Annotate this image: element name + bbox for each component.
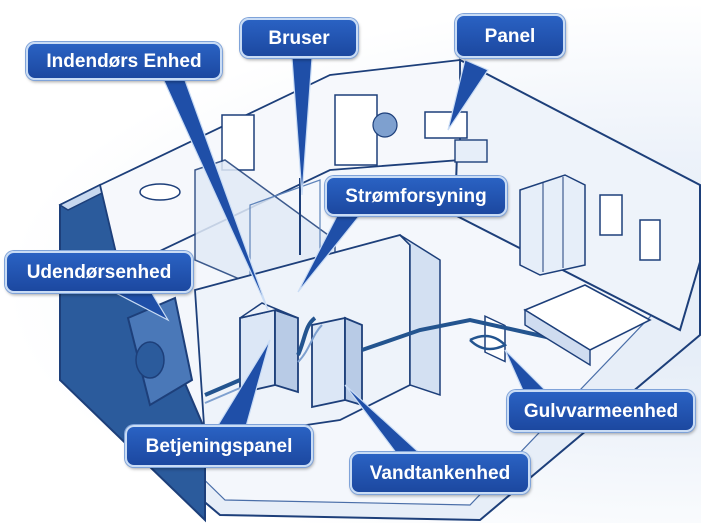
callout-outdoor-unit: Udendørsenhed bbox=[5, 251, 193, 293]
tv-panel bbox=[424, 111, 468, 139]
callout-pointer bbox=[291, 57, 313, 196]
indoor-unit-top bbox=[239, 302, 299, 319]
callout-control-panel: Betjeningspanel bbox=[125, 425, 313, 467]
callout-power-supply: Strømforsyning bbox=[325, 176, 507, 216]
callout-panel: Panel bbox=[455, 14, 565, 58]
callout-pointer bbox=[447, 59, 489, 131]
window bbox=[639, 219, 661, 261]
floor-heating-coil bbox=[469, 334, 508, 351]
callout-water-tank-unit: Vandtankenhed bbox=[350, 452, 530, 494]
callout-floor-heating-unit: Gulvvarmeenhed bbox=[507, 390, 695, 432]
wardrobe bbox=[519, 174, 586, 276]
pipes bbox=[204, 324, 323, 404]
plant bbox=[372, 112, 398, 138]
pipes bbox=[204, 316, 561, 397]
callout-indoor-unit: Indendørs Enhed bbox=[26, 42, 222, 80]
callout-shower: Bruser bbox=[240, 18, 358, 58]
utility-wall-side bbox=[399, 234, 441, 397]
door bbox=[334, 94, 378, 166]
sink bbox=[139, 183, 181, 201]
chair bbox=[454, 139, 488, 163]
window bbox=[599, 194, 623, 236]
indoor-unit-side bbox=[274, 308, 299, 394]
